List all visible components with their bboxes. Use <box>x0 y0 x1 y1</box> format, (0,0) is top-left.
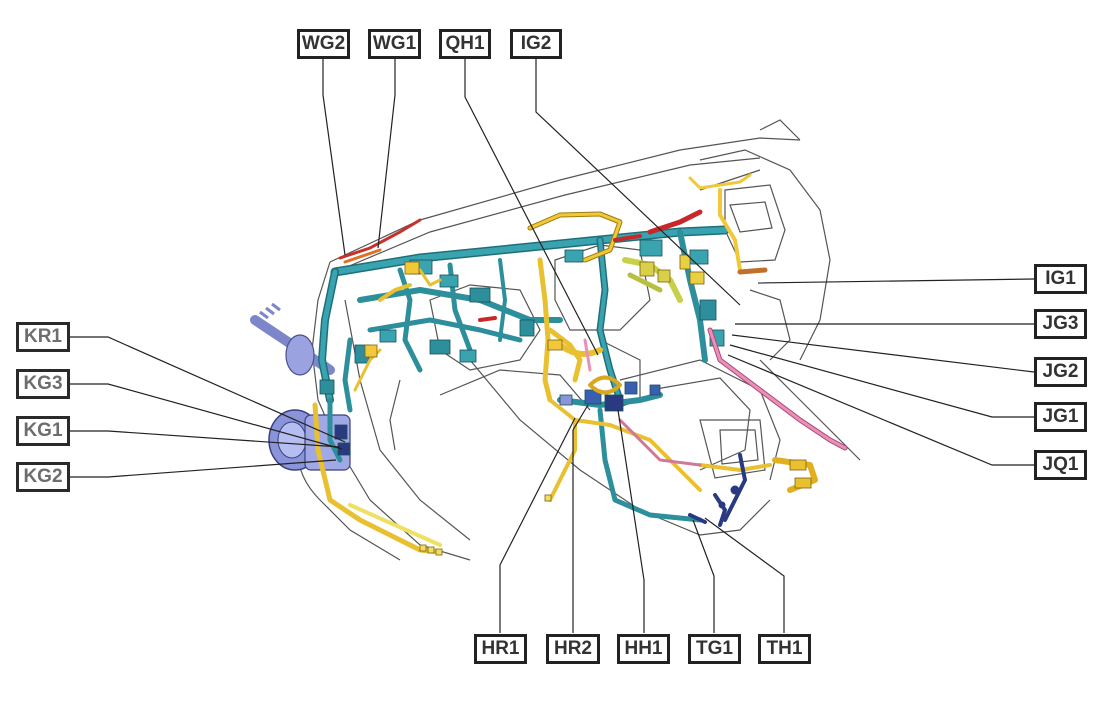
steering-column <box>250 302 351 471</box>
connector-label-kg2: KG2 <box>16 462 70 492</box>
connector-label-hh1: HH1 <box>617 634 670 664</box>
connector-label-th1: TH1 <box>758 634 811 664</box>
connector-label-ig1: IG1 <box>1034 264 1087 294</box>
connector-label-tg1: TG1 <box>688 634 741 664</box>
connector-label-kg1: KG1 <box>16 416 70 446</box>
connector-label-ig2: IG2 <box>510 29 562 59</box>
connector-label-qh1: QH1 <box>439 29 491 59</box>
connector-label-hr1: HR1 <box>474 634 527 664</box>
connector-blocks <box>319 239 725 456</box>
connector-label-wg2: WG2 <box>297 29 350 59</box>
connector-label-jg1: JG1 <box>1034 402 1087 432</box>
connector-label-jg3: JG3 <box>1034 309 1087 339</box>
connector-label-kg3: KG3 <box>16 369 70 399</box>
yellow-connectors <box>364 254 812 556</box>
connector-label-wg1: WG1 <box>368 29 421 59</box>
pink-harness <box>583 327 848 467</box>
connector-label-jg2: JG2 <box>1034 357 1087 387</box>
connector-label-jq1: JQ1 <box>1034 450 1087 480</box>
navy-harness <box>688 453 748 527</box>
connector-label-hr2: HR2 <box>546 634 600 664</box>
connector-label-kr1: KR1 <box>16 322 70 352</box>
leader-lines <box>70 59 1035 633</box>
